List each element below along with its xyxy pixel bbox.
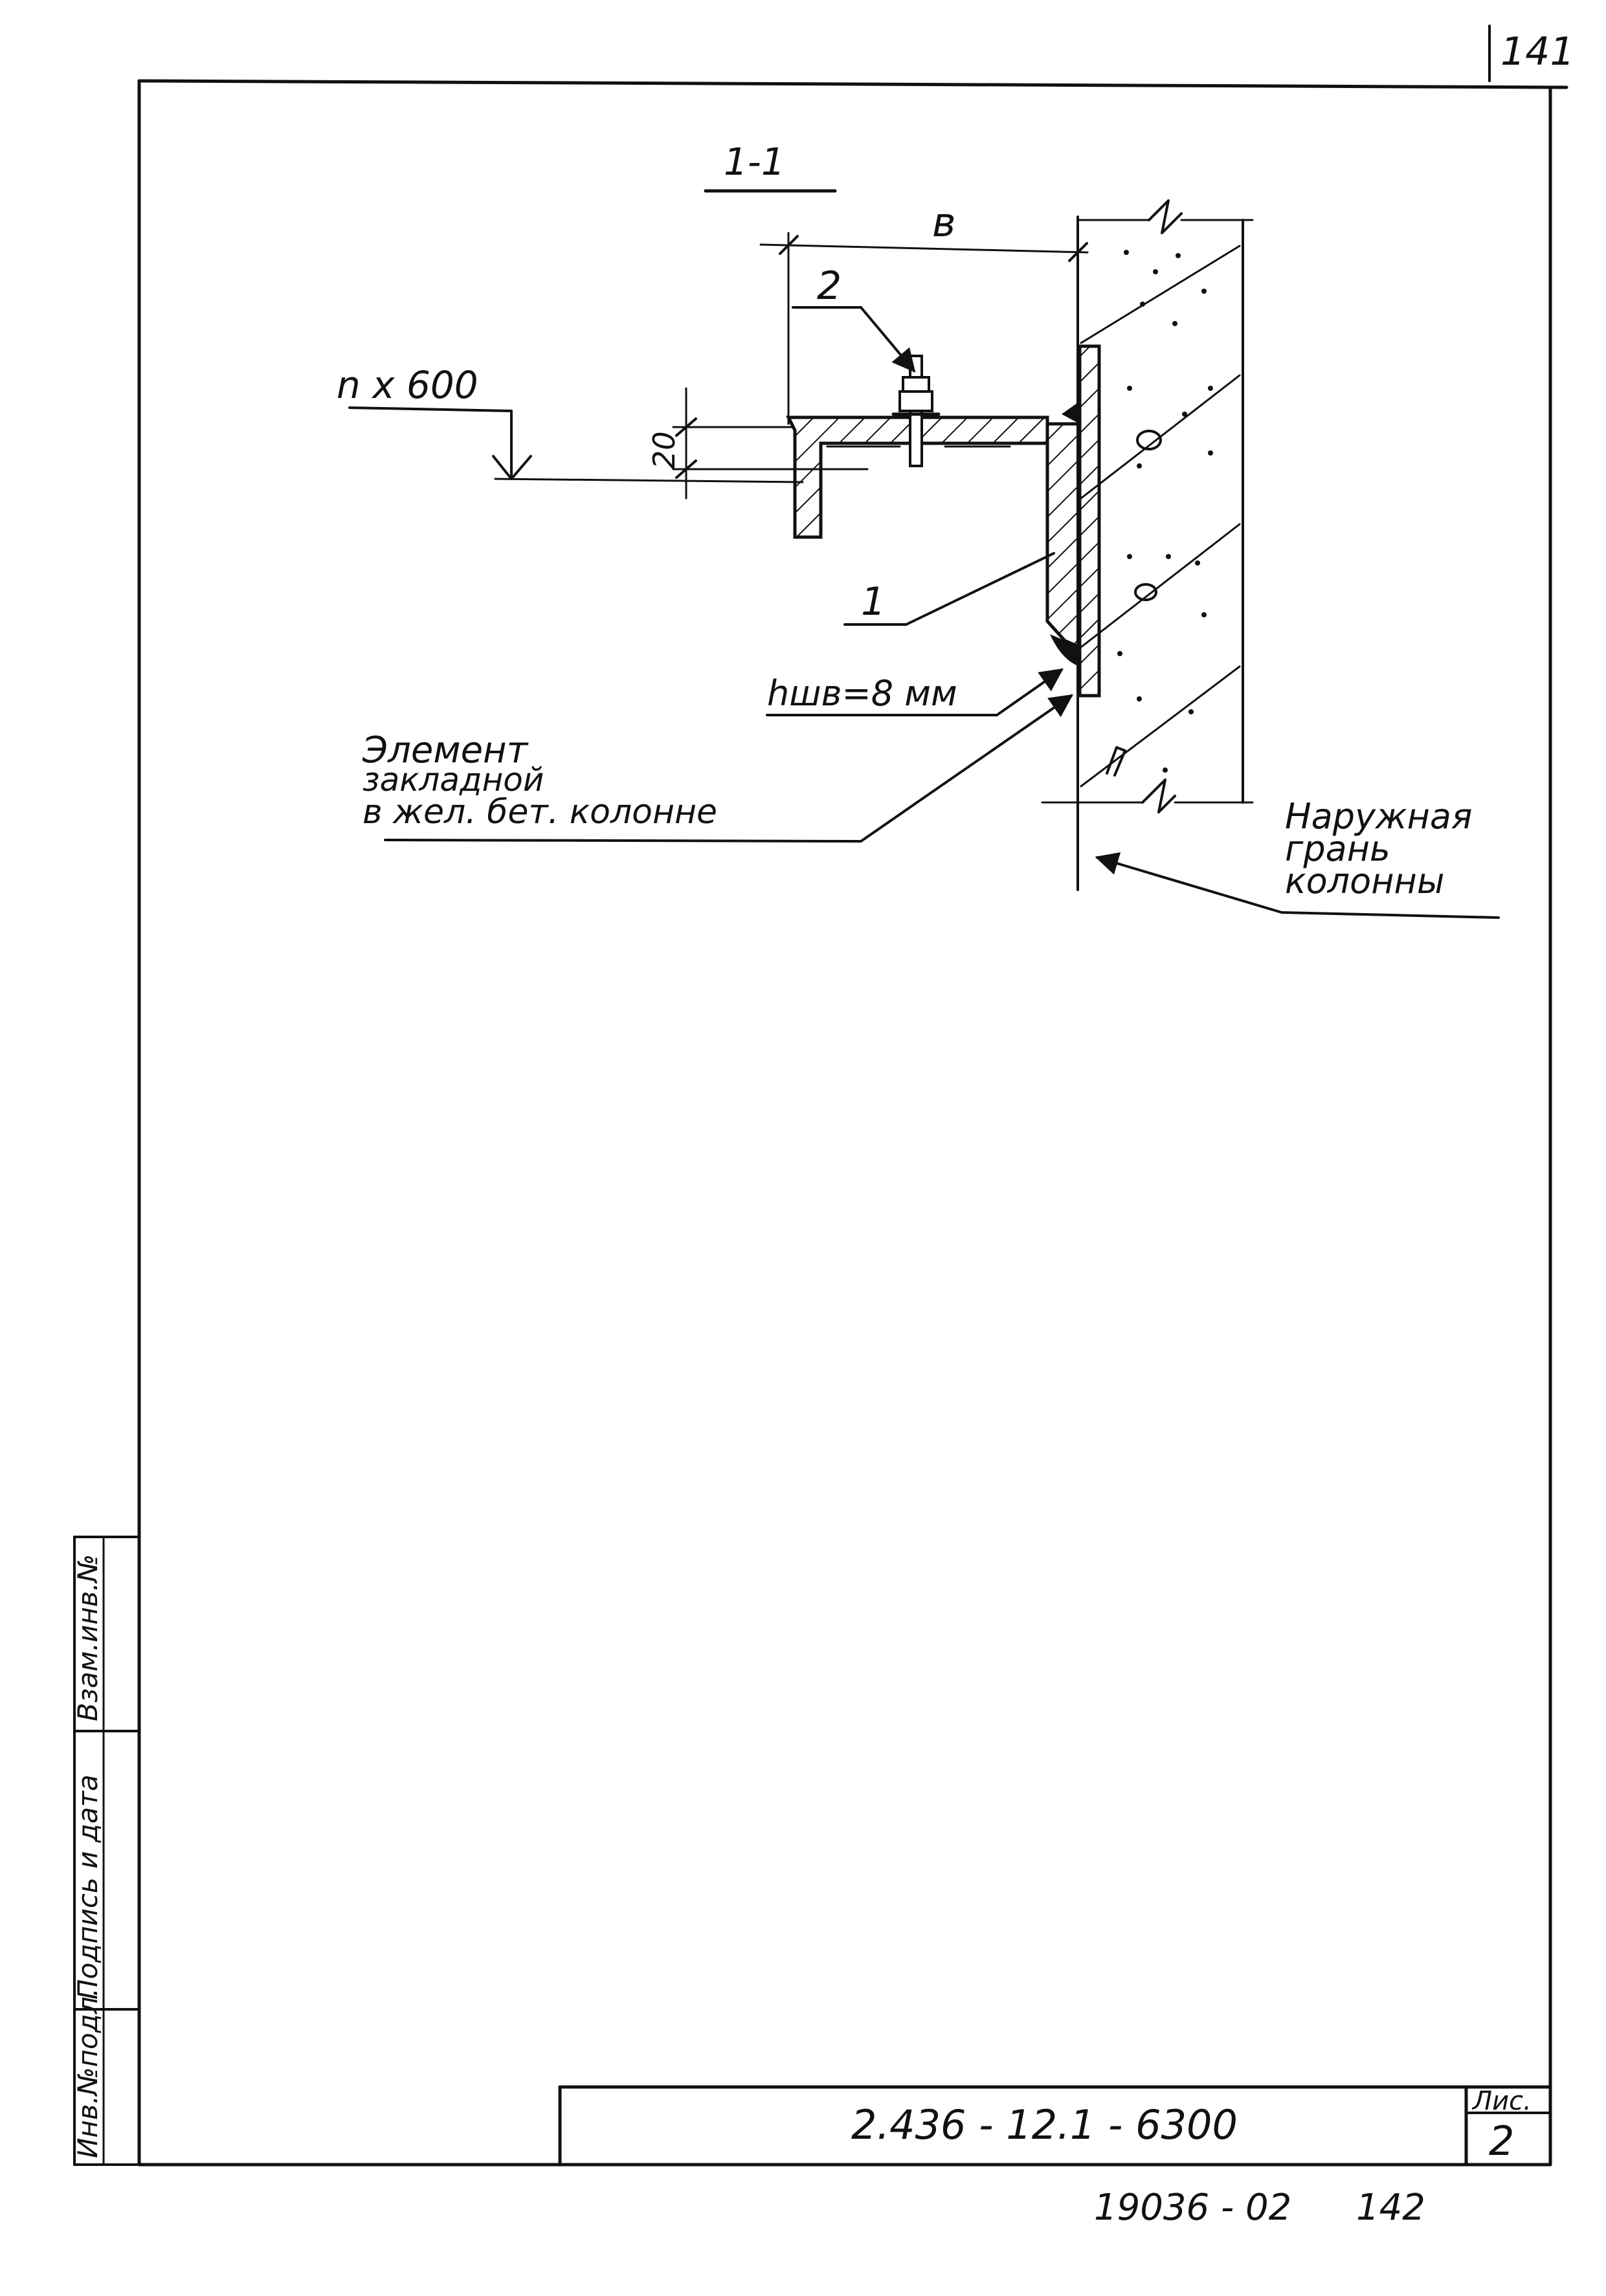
embedded-label-line3: в жел. бет. колонне	[362, 793, 717, 832]
face-label-line2: грань	[1285, 828, 1390, 869]
face-label-line3: колонны	[1285, 861, 1444, 901]
dimension-b	[759, 232, 1089, 425]
sheet-number: 2	[1489, 2117, 1514, 2165]
callout-1-label: 1	[861, 579, 886, 624]
level-mark	[348, 406, 804, 483]
footer-number: 142	[1356, 2187, 1425, 2229]
face-label-line1: Наружная	[1285, 796, 1472, 837]
welds	[1050, 401, 1080, 667]
weld-label: hшв=8 мм	[767, 673, 957, 714]
page-number: 141	[1500, 29, 1575, 74]
bolt	[891, 355, 941, 467]
level-label: n x 600	[337, 363, 478, 407]
footer-code: 19036 - 02	[1094, 2187, 1291, 2229]
stamp-cell-signature: Подпись и дата	[72, 1774, 104, 2000]
embedded-label-line1: Элемент	[362, 729, 529, 771]
left-stamp: Инв.№подл. Подпись и дата Взам.инв.№	[72, 1536, 140, 2166]
title-block	[558, 2085, 1552, 2167]
dimension-20-label: 20	[647, 431, 682, 469]
document-code: 2.436 - 12.1 - 6300	[851, 2101, 1238, 2148]
embedded-plate	[1078, 344, 1101, 698]
stamp-cell-replace-inv: Взам.инв.№	[72, 1554, 104, 1721]
sheet-label: Лис.	[1471, 2086, 1532, 2116]
dimension-b-label: в	[932, 199, 956, 246]
drawing-frame	[137, 25, 1568, 2167]
section-label: 1-1	[724, 140, 785, 184]
embedded-label-line2: закладной	[362, 761, 544, 799]
stamp-cell-inv-podl: Инв.№подл.	[72, 1988, 104, 2158]
callout-2-label: 2	[817, 263, 842, 309]
steel-angle	[1045, 422, 1082, 650]
